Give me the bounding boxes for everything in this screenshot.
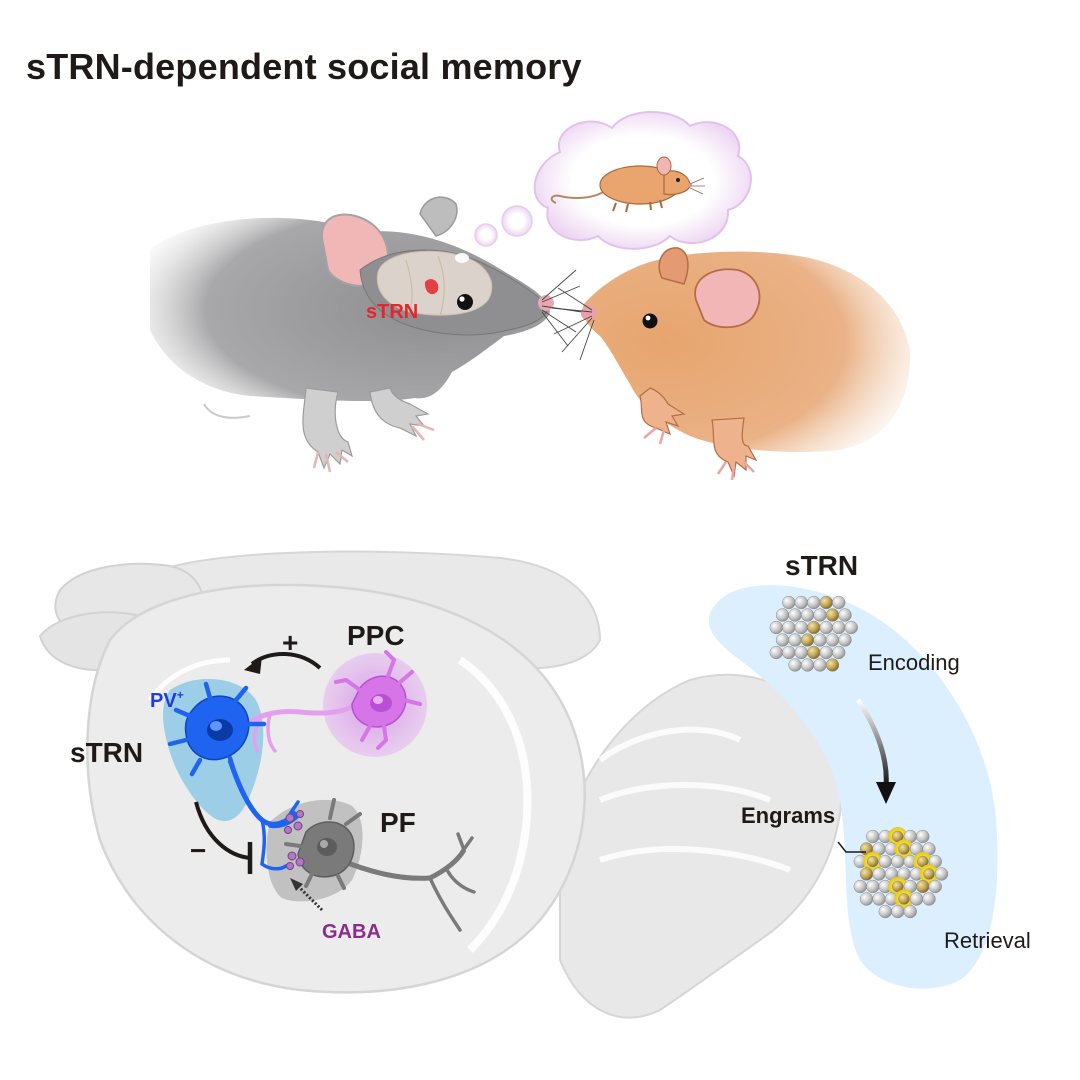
retrieval-cluster xyxy=(853,827,949,919)
retrieval-engram-cell xyxy=(898,893,910,905)
encoding-cell xyxy=(807,595,821,610)
label-pf: PF xyxy=(380,807,416,838)
encoding-cell xyxy=(788,633,802,647)
engram-region-label: sTRN xyxy=(785,550,858,581)
retrieval-cell xyxy=(922,892,936,906)
encoding-cell xyxy=(782,645,796,660)
label-pv: PV+ xyxy=(150,688,184,712)
encoding-cell xyxy=(819,620,833,635)
thought-mouse xyxy=(550,156,705,213)
retrieval-cell xyxy=(872,867,886,881)
encoding-cell xyxy=(813,658,827,672)
encoding-to-retrieval-arrowhead xyxy=(876,782,896,804)
encoding-cell xyxy=(800,608,815,622)
label-strn: sTRN xyxy=(70,737,143,768)
encoding-cell xyxy=(782,595,796,610)
page-title: sTRN-dependent social memory xyxy=(26,46,582,87)
excitatory-arrowhead xyxy=(244,656,262,674)
retrieval-tagged-cell xyxy=(916,879,930,894)
retrieval-label: Retrieval xyxy=(944,928,1031,953)
inhibitory-arc xyxy=(194,801,251,860)
brain-circuit xyxy=(38,550,843,1019)
encoding-cell xyxy=(813,608,827,622)
encoding-cell xyxy=(825,633,840,647)
label-plus: + xyxy=(282,627,298,658)
encoding-cell xyxy=(832,595,846,610)
retrieval-cell xyxy=(916,829,930,844)
encoding-cluster xyxy=(769,595,858,672)
label-gaba: GABA xyxy=(322,921,381,943)
retrieval-engram-cell xyxy=(898,843,910,855)
pf-neuron xyxy=(284,798,476,932)
retrieval-cell xyxy=(928,879,942,894)
retrieval-cell xyxy=(853,879,867,894)
encoding-cell xyxy=(832,645,846,660)
encoding-cell xyxy=(813,633,827,647)
encoding-cell xyxy=(794,645,808,660)
engram-panel xyxy=(708,585,998,989)
encoding-tagged-cell xyxy=(825,658,840,672)
encoding-tagged-cell xyxy=(800,633,815,647)
mice-scene: sTRN xyxy=(150,111,911,481)
retrieval-cell xyxy=(909,892,924,906)
retrieval-cell xyxy=(872,892,886,906)
encoding-cell xyxy=(775,633,790,647)
encoding-cell xyxy=(788,658,802,672)
retrieval-cell xyxy=(934,867,949,881)
encoding-cell xyxy=(844,620,858,635)
retrieval-cell xyxy=(859,892,874,906)
gaba-arrowhead xyxy=(290,878,303,891)
encoding-cell xyxy=(775,608,790,622)
encoding-tagged-cell xyxy=(807,645,821,660)
encoding-cell xyxy=(788,608,802,622)
encoding-cell xyxy=(838,608,852,622)
encoding-cell xyxy=(769,645,783,660)
encoding-tagged-cell xyxy=(807,620,821,635)
mouse-brain xyxy=(38,550,843,1019)
gaba-vesicles xyxy=(284,810,305,870)
encoding-to-retrieval-arrow xyxy=(855,698,889,787)
encoding-label: Encoding xyxy=(868,650,960,675)
encoding-cell xyxy=(794,620,808,635)
retrieval-cell xyxy=(866,879,880,894)
orange-mouse xyxy=(551,247,911,481)
retrieval-cell xyxy=(891,904,905,919)
engram-pointer xyxy=(837,841,866,853)
mouse-strn-label: sTRN xyxy=(366,301,418,323)
retrieval-cell xyxy=(891,854,905,869)
encoding-cell xyxy=(769,620,783,635)
retrieval-cell xyxy=(903,904,917,919)
retrieval-cell xyxy=(878,904,892,919)
encoding-cell xyxy=(782,620,796,635)
encoding-cell xyxy=(819,645,833,660)
gaba-arrow xyxy=(296,884,324,912)
retrieval-engram-cell xyxy=(923,868,935,880)
pv-neuron xyxy=(167,681,300,871)
encoding-tagged-cell xyxy=(825,608,840,622)
retrieval-tagged-cell xyxy=(859,867,874,881)
encoding-cell xyxy=(832,620,846,635)
encoding-tagged-cell xyxy=(819,595,833,610)
label-minus: − xyxy=(190,835,206,866)
engrams-label: Engrams xyxy=(741,803,835,828)
encoding-cell xyxy=(838,633,852,647)
grey-mouse xyxy=(150,196,583,473)
retrieval-cell xyxy=(866,829,880,844)
retrieval-cell xyxy=(878,854,892,869)
encoding-cell xyxy=(800,658,815,672)
thought-bubble xyxy=(474,111,752,250)
encoding-cell xyxy=(794,595,808,610)
retrieval-engram-cell xyxy=(867,855,879,868)
label-ppc: PPC xyxy=(347,620,405,651)
